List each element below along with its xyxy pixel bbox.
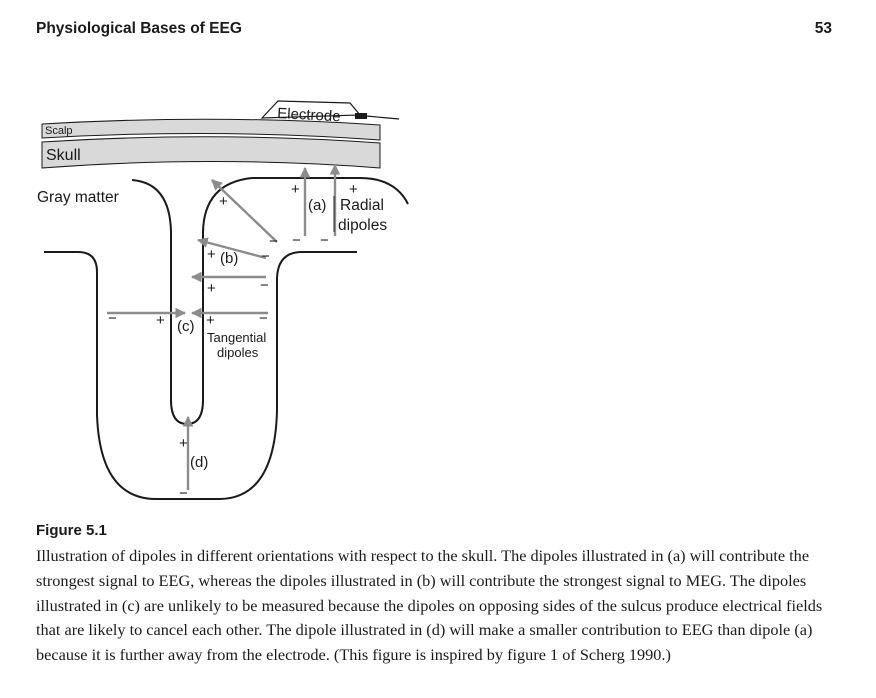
plus-sign: + [219,193,228,210]
skull-label: Skull [46,147,81,164]
electrode-contact [355,113,367,119]
plus-sign: + [349,181,358,198]
dipole-labels: (a) Radial dipoles (b) (c) Tangential di… [177,196,387,471]
minus-sign: − [269,233,278,250]
label-d: (d) [190,454,208,471]
minus-sign: − [292,232,301,249]
caption-body: Illustration of dipoles in different ori… [36,546,823,665]
polarity-signs: + + + − − − + − + − − + + − + − [108,181,358,502]
minus-sign: − [108,310,117,327]
minus-sign: − [259,310,268,327]
minus-sign: − [179,485,188,502]
scalp-layer [41,118,381,141]
electrode-body [260,100,362,119]
minus-sign: − [261,248,270,265]
left-gyrus-outline [44,251,357,500]
tangential-label-line2: dipoles [217,345,259,360]
minus-sign: − [260,277,269,294]
dipole-arrows [107,163,341,490]
label-b: (b) [220,250,238,267]
plus-sign: + [156,312,165,329]
page-number: 53 [814,20,832,37]
electrode-wire [365,115,400,120]
dipole-figure: Electrode Scalp Skull Gray matter + + + … [37,100,409,502]
caption-title: Figure 5.1 [36,522,107,539]
skull-layer [41,136,381,169]
oblique-dipole-arrow [211,179,278,243]
radial-label-line2: dipoles [338,217,387,234]
inner-sulcus-outline [131,177,409,426]
plus-sign: + [291,181,300,198]
plus-sign: + [207,280,216,297]
minus-sign: − [320,232,329,249]
radial-label-line1: Radial [340,197,384,214]
running-title: Physiological Bases of EEG [36,20,242,37]
page-header: Physiological Bases of EEG 53 [36,20,832,44]
tangential-dipole-b-upper [196,237,267,260]
gray-matter-label: Gray matter [37,189,119,206]
tangential-label-line1: Tangential [207,330,266,345]
label-a: (a) [308,197,326,214]
cortex-outline [44,177,409,500]
plus-sign: + [206,312,215,329]
plus-sign: + [207,246,216,263]
plus-sign: + [179,435,188,452]
figure-caption: Figure 5.1 Illustration of dipoles in di… [36,522,836,668]
label-c: (c) [177,318,195,335]
scalp-label: Scalp [45,125,73,137]
